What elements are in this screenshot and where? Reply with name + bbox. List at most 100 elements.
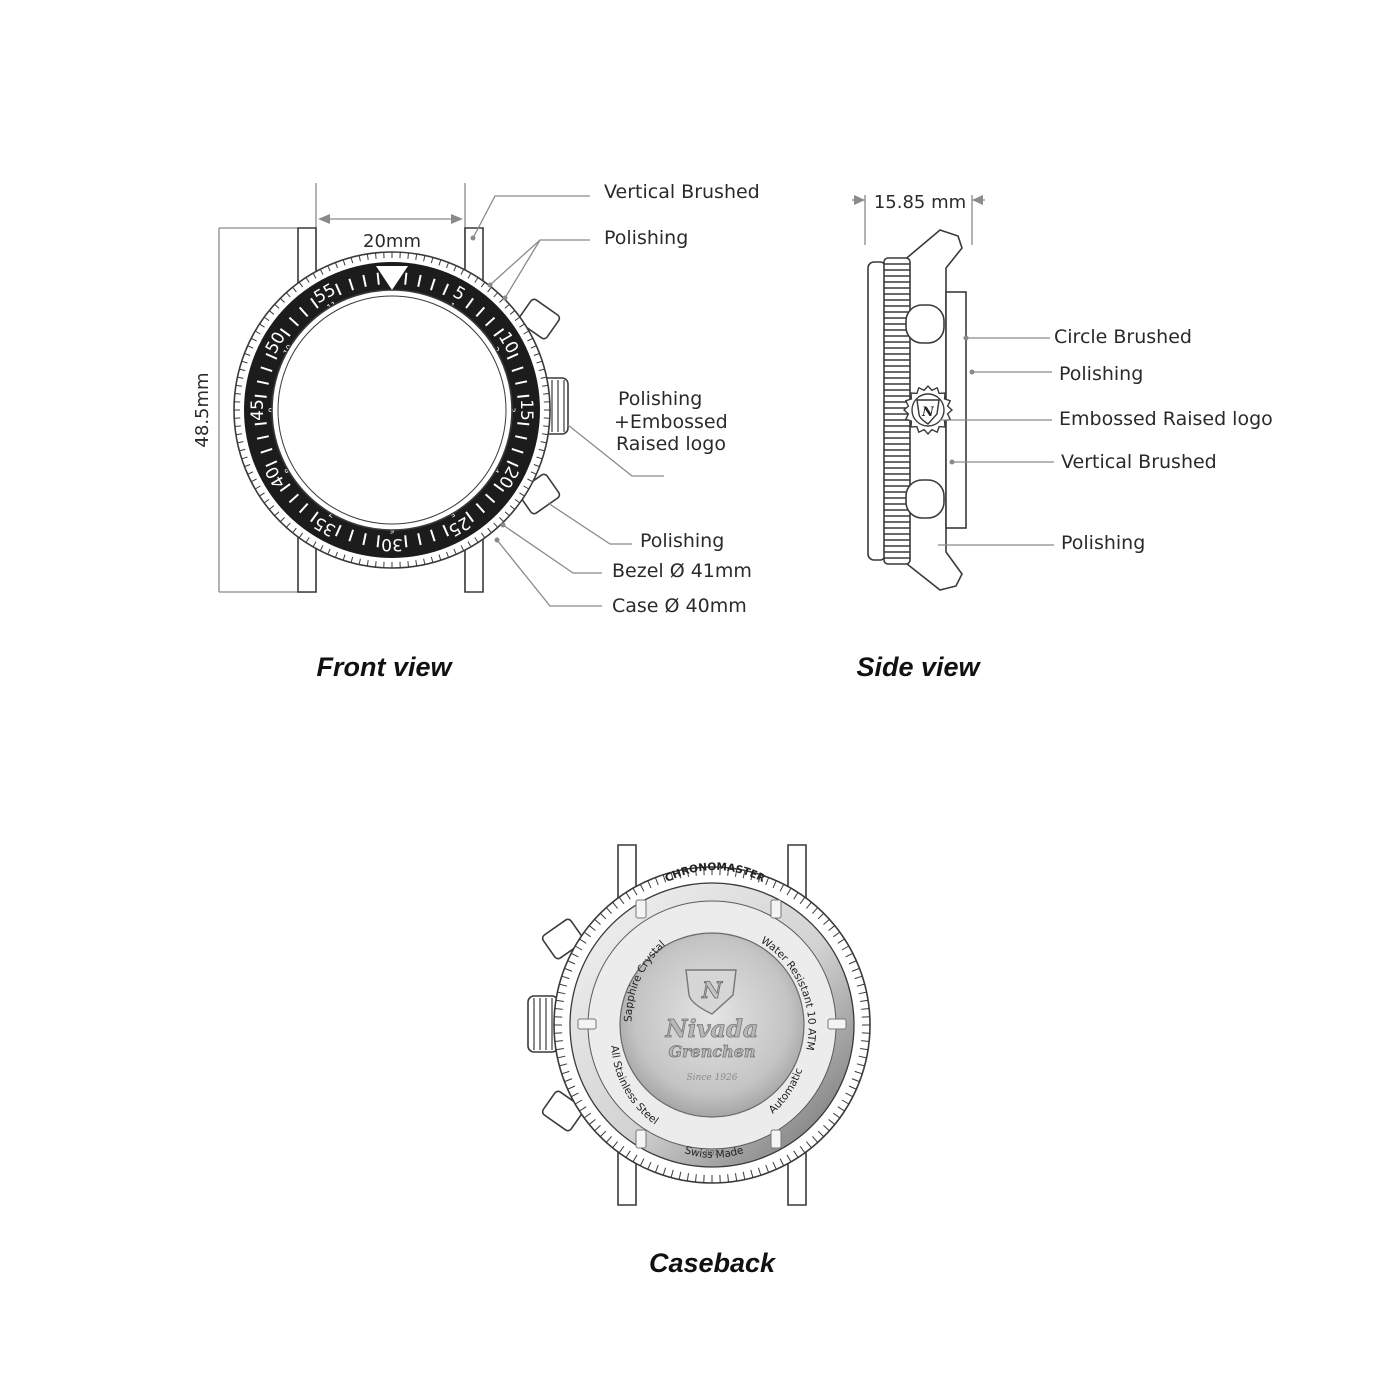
leader-polishing-top-a	[489, 239, 590, 286]
label-vertical-brushed: Vertical Brushed	[604, 181, 760, 203]
cb-serration	[632, 887, 638, 896]
cb-serration	[786, 887, 792, 896]
cb-serration	[848, 1085, 857, 1090]
bezel-number: 30	[381, 534, 403, 554]
cb-serration	[806, 901, 812, 909]
cb-serration	[570, 952, 579, 958]
serration	[292, 527, 297, 534]
height-dimension: 48.5mm	[192, 372, 213, 447]
bezel-tick	[265, 352, 278, 360]
cb-crown-grip	[533, 998, 553, 1050]
bezel-tick	[429, 278, 436, 291]
cb-serration	[588, 925, 596, 931]
bezel-tick	[511, 447, 524, 454]
serration	[530, 471, 537, 475]
serration	[407, 561, 410, 568]
arrow-left-icon	[318, 214, 330, 224]
serration	[366, 560, 369, 567]
serration	[474, 277, 479, 283]
cb-serration	[793, 892, 799, 900]
leader-crown	[567, 424, 664, 477]
bezel-tick	[310, 511, 319, 523]
cb-serration	[588, 1119, 596, 1125]
bezel-triangle-icon	[376, 266, 408, 290]
bezel-tick	[404, 535, 408, 548]
serration	[523, 485, 530, 490]
crystal	[271, 289, 513, 531]
cb-serration	[856, 983, 865, 987]
serration	[250, 478, 257, 483]
cb-serration	[561, 1070, 570, 1075]
cb-serration	[727, 1174, 730, 1183]
serration	[514, 498, 521, 504]
cb-serration	[837, 938, 845, 944]
bezel-tick	[279, 483, 291, 492]
label-polishing-pusher: Polishing	[640, 530, 724, 552]
leader-dot	[969, 369, 975, 375]
serration	[358, 558, 361, 565]
cb-serration	[793, 1150, 799, 1158]
serration	[407, 252, 410, 259]
cb-brand-name: Nivada	[665, 1014, 759, 1043]
serration	[305, 537, 310, 543]
label-crown-line3: Raised logo	[616, 433, 726, 455]
bezel-number: 15	[516, 399, 536, 421]
serration	[259, 323, 265, 328]
cb-serration	[625, 892, 631, 900]
serration	[509, 310, 516, 315]
bezel-tick	[348, 529, 355, 542]
cb-serration	[833, 1112, 841, 1119]
serration	[239, 368, 246, 372]
bezel-tick	[511, 366, 524, 373]
serration	[540, 441, 547, 444]
serration	[415, 560, 418, 567]
bezel-tick	[279, 328, 291, 337]
leader-case	[496, 539, 602, 607]
serration	[423, 558, 426, 565]
label-crown-line2: +Embossed	[614, 411, 728, 433]
serration	[334, 262, 338, 269]
cb-serration	[599, 912, 607, 920]
cb-serration	[625, 1150, 631, 1158]
serration	[446, 551, 450, 558]
serration	[538, 368, 545, 372]
leader-dot	[487, 282, 493, 288]
cb-serration	[750, 1169, 754, 1178]
leader-dot	[949, 459, 955, 465]
cb-serration	[742, 1171, 746, 1180]
cb-serration	[828, 925, 836, 931]
serration	[285, 292, 291, 298]
serration	[374, 252, 377, 259]
serration	[247, 345, 254, 349]
cb-serration	[605, 1136, 613, 1143]
label-embossed-logo: Embossed Raised logo	[1059, 408, 1273, 430]
cb-serration	[861, 1040, 870, 1043]
cb-serration	[647, 880, 652, 889]
cb-serration	[599, 1130, 607, 1138]
cb-brand-city: Grenchen	[668, 1042, 755, 1061]
serration	[279, 297, 285, 303]
cb-serration	[583, 931, 591, 938]
serration	[268, 505, 275, 510]
serration	[268, 310, 275, 315]
cb-serration	[845, 1092, 854, 1098]
bezel-tick	[288, 493, 300, 504]
cb-serration	[654, 877, 659, 886]
arrow-left-icon	[972, 195, 983, 205]
cb-serration	[854, 975, 863, 980]
cb-serration	[554, 1040, 563, 1043]
serration	[234, 425, 241, 428]
cb-bezel-serrations	[554, 867, 870, 1183]
serration	[423, 255, 426, 262]
serration	[493, 292, 499, 298]
cb-serration	[647, 1161, 652, 1170]
serration	[460, 268, 465, 275]
serration	[499, 517, 505, 523]
serration	[460, 545, 465, 552]
cb-serration	[579, 938, 587, 944]
serration	[538, 448, 545, 452]
serration	[446, 262, 450, 269]
serration	[430, 257, 434, 264]
cb-serration	[618, 1146, 625, 1154]
cb-serration	[772, 880, 777, 889]
